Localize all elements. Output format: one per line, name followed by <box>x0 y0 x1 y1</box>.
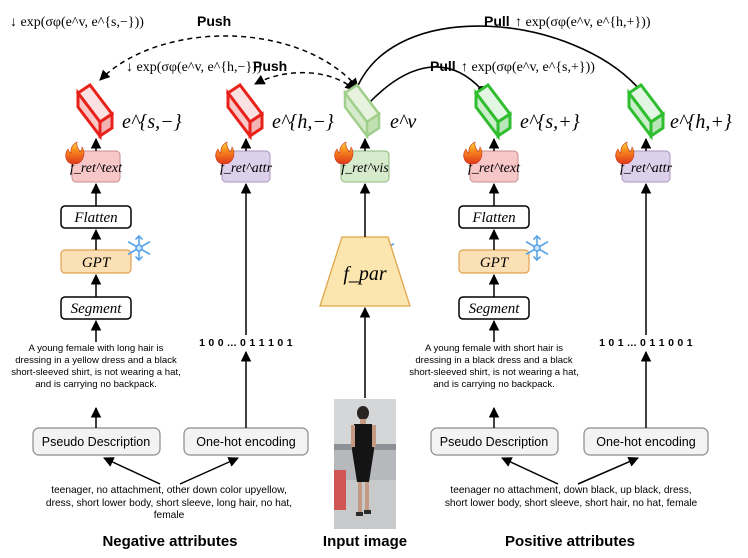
label-pos-hot: e^{h,+} <box>670 111 732 133</box>
push-label-top: Push <box>197 13 231 29</box>
push-formula-top: ↓ exp(σφ(e^v, e^{s,−})) Push <box>10 13 231 30</box>
gpt-box-pos: GPT <box>458 249 530 274</box>
embedding-pos-hot <box>626 82 666 141</box>
flame-icon <box>65 141 85 165</box>
arrow <box>577 456 639 485</box>
gpt-box-neg: GPT <box>60 249 132 274</box>
pull-label-top: Pull <box>484 13 510 29</box>
pseudo-description-box-pos: Pseudo Description <box>430 427 559 456</box>
pseudo-description-neg-text: A young female with long hair is dressin… <box>10 343 182 391</box>
par-module: f_par <box>319 236 411 307</box>
flatten-box-neg: Flatten <box>60 205 132 229</box>
embedding-vis <box>343 83 381 140</box>
push-label-mid: Push <box>253 58 287 74</box>
embedding-pos-sem <box>473 82 513 141</box>
pull-formula-top-text: ↑ exp(σφ(e^v, e^{h,+})) <box>515 15 651 30</box>
pull-formula-top: Pull ↑ exp(σφ(e^v, e^{h,+})) <box>484 13 651 30</box>
one-hot-box-pos: One-hot encoding <box>583 427 709 456</box>
caption-negative: Negative attributes <box>102 533 238 550</box>
embedding-neg-hot <box>225 82 265 141</box>
push-formula-mid-text: ↓ exp(σφ(e^v, e^{h,−})) <box>126 60 262 75</box>
flatten-box-pos: Flatten <box>458 205 530 229</box>
pseudo-description-pos-text: A young female with short hair is dressi… <box>408 343 580 391</box>
one-hot-label: One-hot encoding <box>196 435 295 449</box>
ret-attr-label: f_ret^attr <box>620 161 673 176</box>
push-formula-mid: ↓ exp(σφ(e^v, e^{h,−})) Push <box>126 58 287 75</box>
description-text: A young female with short hair is dressi… <box>409 343 579 390</box>
ret-head-pos-attr: f_ret^attr <box>620 150 673 183</box>
label-neg-sem: e^{s,−} <box>122 111 182 133</box>
snowflake-icon <box>127 234 151 262</box>
label-vis: e^v <box>390 111 416 133</box>
gpt-label: GPT <box>480 255 510 271</box>
segment-label: Segment <box>71 301 123 317</box>
ret-attr-label: f_ret^attr <box>220 161 273 176</box>
flame-icon <box>334 141 354 165</box>
description-text: A young female with long hair is dressin… <box>11 343 181 390</box>
ret-text-label: f_ret^text <box>468 161 521 176</box>
arrow <box>103 457 161 485</box>
ret-vis-label: f_ret^vis <box>341 161 389 176</box>
segment-box-neg: Segment <box>60 296 132 320</box>
gpt-label: GPT <box>82 255 112 271</box>
ret-head-neg-attr: f_ret^attr <box>220 150 273 183</box>
one-hot-box-neg: One-hot encoding <box>183 427 309 456</box>
embedding-neg-sem <box>75 82 115 141</box>
par-label: f_par <box>343 263 387 285</box>
ret-head-neg-text: f_ret^text <box>70 150 123 183</box>
push-formula-top-text: ↓ exp(σφ(e^v, e^{s,−})) <box>10 15 144 30</box>
caption-positive: Positive attributes <box>504 533 636 550</box>
flatten-label: Flatten <box>471 210 515 226</box>
label-pos-sem: e^{s,+} <box>520 111 580 133</box>
flame-icon <box>215 141 235 165</box>
flatten-label: Flatten <box>73 210 117 226</box>
one-hot-code-pos: 1 0 1 ... 0 1 1 0 0 1 <box>599 337 693 349</box>
pull-formula-mid-text: ↑ exp(σφ(e^v, e^{s,+})) <box>461 60 595 75</box>
flame-icon <box>463 141 483 165</box>
ret-head-pos-text: f_ret^text <box>468 150 521 183</box>
push-arc-mid <box>254 71 356 91</box>
pseudo-description-label: Pseudo Description <box>42 435 150 449</box>
pull-formula-mid: Pull ↑ exp(σφ(e^v, e^{s,+})) <box>430 58 595 75</box>
one-hot-label: One-hot encoding <box>596 435 695 449</box>
ret-text-label: f_ret^text <box>70 161 123 176</box>
snowflake-icon <box>525 234 549 262</box>
caption-input: Input image <box>322 533 408 550</box>
pull-label-mid: Pull <box>430 58 456 74</box>
pull-arc-top <box>355 25 641 91</box>
positive-attribute-list: teenager no attachment, down black, up b… <box>444 485 698 509</box>
ret-head-vis: f_ret^vis <box>340 150 390 183</box>
flame-icon <box>615 141 635 165</box>
pseudo-description-label: Pseudo Description <box>440 435 548 449</box>
one-hot-code-neg: 1 0 0 ... 0 1 1 1 0 1 <box>199 337 293 349</box>
negative-attribute-list: teenager, no attachment, other down colo… <box>45 485 293 521</box>
arrow <box>501 457 559 485</box>
pseudo-description-box-neg: Pseudo Description <box>32 427 161 456</box>
pull-arc-mid <box>367 66 483 105</box>
segment-label: Segment <box>469 301 521 317</box>
label-neg-hot: e^{h,−} <box>272 111 334 133</box>
arrow <box>179 457 239 485</box>
input-image <box>334 399 396 529</box>
segment-box-pos: Segment <box>458 296 530 320</box>
